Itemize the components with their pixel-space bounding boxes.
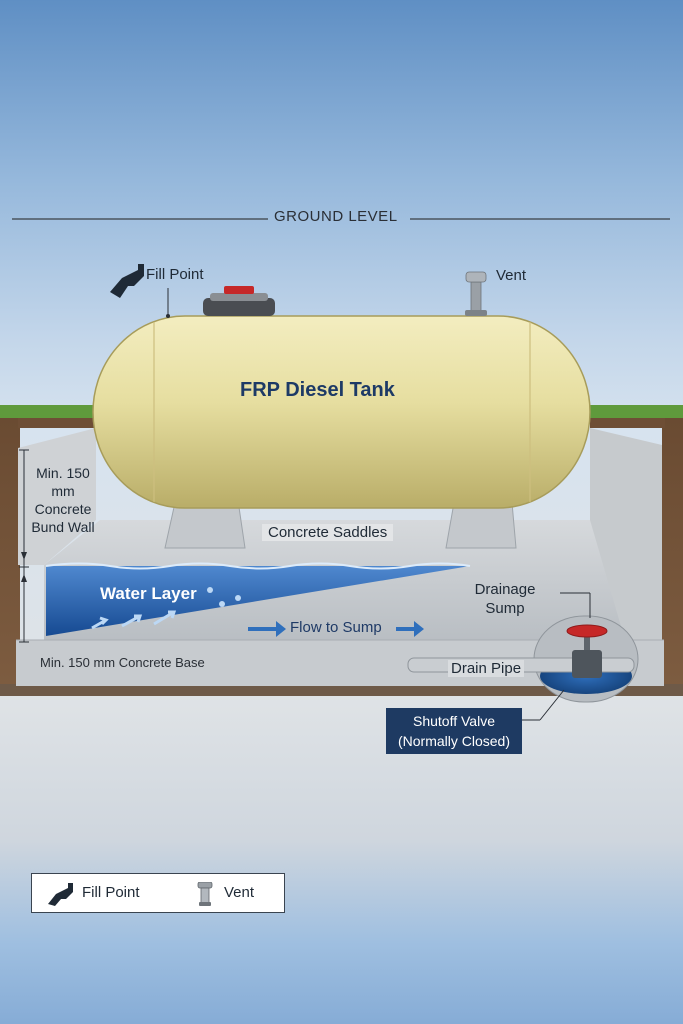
concrete-base-label: Min. 150 mm Concrete Base (40, 655, 205, 670)
water-surface (45, 562, 471, 570)
flow-to-sump-label: Flow to Sump (290, 619, 382, 636)
shutoff-valve-callout: Shutoff Valve (Normally Closed) (386, 708, 522, 754)
water-droplet (207, 587, 213, 593)
tank-title: FRP Diesel Tank (240, 379, 395, 401)
fuel-nozzle-icon (48, 883, 73, 906)
legend: Fill Point Vent (31, 873, 285, 913)
vent-label: Vent (496, 267, 527, 284)
flow-arrow-left (248, 621, 286, 637)
legend-vent: Vent (224, 884, 255, 901)
grass-right (590, 405, 683, 419)
soil-bottom (0, 684, 683, 696)
shutoff-valve-note: (Normally Closed) (397, 733, 511, 749)
vent-pipe-icon (197, 882, 213, 906)
legend-fill-point: Fill Point (82, 884, 140, 901)
grass-left (0, 405, 96, 419)
fill-cap-top (224, 286, 254, 294)
fuel-nozzle-icon (110, 264, 144, 298)
vent-pipe (470, 281, 482, 313)
soil-top-left (18, 418, 96, 428)
water-layer-label: Water Layer (100, 584, 197, 603)
bund-wall-left (18, 428, 96, 565)
water-droplet (219, 601, 225, 607)
flow-arrow-right (396, 621, 424, 637)
shutoff-valve-body (572, 650, 602, 678)
drainage-sump-label: Drainage Sump (465, 580, 545, 618)
fill-point-label: Fill Point (146, 266, 204, 283)
soil-top-right (590, 418, 665, 428)
water-arrow-3 (153, 610, 177, 626)
diesel-tank (92, 315, 591, 509)
concrete-saddles-label: Concrete Saddles (262, 524, 394, 541)
soil-right (662, 418, 683, 686)
drain-pipe-label: Drain Pipe (448, 660, 525, 677)
bund-wall-label: Min. 150 mm Concrete Bund Wall (31, 465, 95, 535)
ground-level-label: GROUND LEVEL (274, 208, 398, 225)
water-droplet (235, 595, 241, 601)
drainage-sump-text: Drainage Sump (474, 581, 536, 617)
water-layer (46, 566, 470, 636)
valve-handle (566, 624, 608, 638)
soil-left (0, 418, 20, 686)
water-arrow-2 (121, 614, 143, 628)
shutoff-valve-title: Shutoff Valve (413, 713, 495, 729)
water-arrow-1 (91, 616, 109, 630)
fill-point-cap (203, 298, 275, 316)
